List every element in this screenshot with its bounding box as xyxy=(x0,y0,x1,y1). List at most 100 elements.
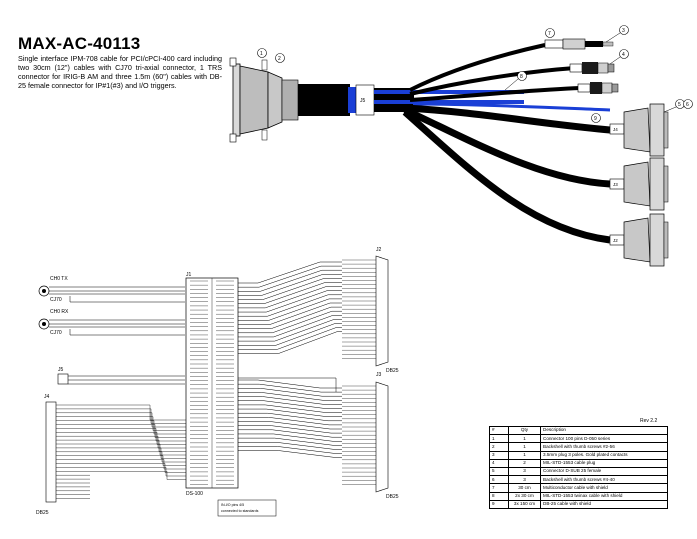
schematic: CH0 TX CJ70 CH0 RX CJ70 J5 J4 DB25 J1 xyxy=(36,247,399,517)
table-header-cell: Qty xyxy=(508,425,541,436)
note-line-2: connected to standards xyxy=(221,509,259,513)
wire xyxy=(238,383,342,393)
table-row: 6 3 Backshell with thumb screws #4-40 xyxy=(489,475,668,485)
j5-cable-tag: J5 xyxy=(360,98,366,104)
j1-connector xyxy=(229,57,299,143)
table-cell: 2 xyxy=(489,442,509,452)
wire xyxy=(90,455,186,466)
wire xyxy=(90,424,186,438)
table-header-row: # Qty Description xyxy=(489,425,668,436)
wire xyxy=(238,261,342,284)
table-cell: 1 xyxy=(508,450,541,460)
table-cell: 3 xyxy=(489,450,509,460)
wire xyxy=(238,323,342,346)
wire xyxy=(90,436,186,449)
cj70-label-b: CJ70 xyxy=(50,330,62,336)
wire xyxy=(238,433,342,442)
table-cell: 4 xyxy=(489,458,509,468)
wire xyxy=(238,319,342,342)
wire xyxy=(238,425,342,434)
table-cell: 7 xyxy=(489,483,509,493)
wire xyxy=(238,327,342,350)
j1-label: J1 xyxy=(186,272,192,278)
table-cell: 3x 150 cm xyxy=(508,499,541,509)
wire xyxy=(238,446,342,454)
wire xyxy=(238,286,342,309)
table-cell: 1 xyxy=(508,442,541,452)
wire xyxy=(238,421,342,430)
balloon-label: 5 xyxy=(678,102,681,108)
j4-label: J4 xyxy=(44,394,50,400)
cj70-plug-upper xyxy=(569,62,615,74)
wire xyxy=(238,298,342,321)
balloon-label: 3 xyxy=(622,28,625,34)
wire xyxy=(238,442,342,450)
wire xyxy=(238,278,342,300)
wire xyxy=(238,265,342,288)
wire xyxy=(238,392,342,401)
table-row: 1 1 Connector 100 pins D-050 series xyxy=(489,434,668,444)
cj70-plug-lower xyxy=(577,82,619,94)
wire xyxy=(238,437,342,446)
bill-of-materials-table: # Qty Description 1 1 Connector 100 pins… xyxy=(489,425,668,509)
wire xyxy=(238,302,342,325)
j3-bottom-label: DB25 xyxy=(386,494,399,500)
table-cell: 9 xyxy=(489,499,509,509)
wire xyxy=(238,377,337,392)
wire xyxy=(90,439,186,452)
wire xyxy=(238,282,342,304)
wire xyxy=(90,412,186,428)
wire xyxy=(90,432,186,445)
j2-cable-tag: J2 xyxy=(613,238,618,243)
table-row: 3 1 3.5mm plug 3 poles. Gold plated cont… xyxy=(489,450,668,460)
wire xyxy=(238,379,342,389)
revision-label: Rev 2.2 xyxy=(640,418,658,424)
db25-connector-j2: J2 xyxy=(609,213,669,267)
ch0-rx-label: CH0 RX xyxy=(50,309,69,315)
balloon-label: 8 xyxy=(520,74,523,80)
table-cell: 2x 30 cm xyxy=(508,491,541,501)
cj70-label-a: CJ70 xyxy=(50,297,62,303)
wire xyxy=(238,290,342,313)
wire xyxy=(90,451,186,463)
callout-balloons: 3 7 4 8 5 6 9 1 2 xyxy=(257,25,693,123)
wire xyxy=(238,274,342,296)
wire xyxy=(238,331,342,354)
wire xyxy=(238,417,342,426)
table-row: 2 1 Backshell with thumb screws #2-56 xyxy=(489,442,668,452)
j3-label: J3 xyxy=(376,372,382,378)
table-cell: Backshell with thumb screws #2-56 xyxy=(540,442,668,452)
wire xyxy=(238,306,342,329)
table-cell: Connector 100 pins D-050 series xyxy=(540,434,668,444)
table-cell: Backshell with thumb screws #4-40 xyxy=(540,475,668,485)
wire xyxy=(238,400,342,409)
db25-connector-j4: J4 xyxy=(609,103,669,157)
wire xyxy=(238,388,342,397)
table-cell: 1 xyxy=(508,434,541,444)
wire xyxy=(238,396,342,405)
j5-label: J5 xyxy=(58,367,64,373)
wire xyxy=(90,416,186,431)
j4-bottom-label: DB25 xyxy=(36,510,49,516)
j3-cable-tag: J3 xyxy=(613,182,618,187)
table-row: 8 2x 30 cm MIL-STD-1553 twinax cable wit… xyxy=(489,491,668,501)
wire xyxy=(90,463,186,473)
wire xyxy=(90,443,186,456)
trs-plug xyxy=(544,38,614,50)
wire xyxy=(90,408,186,424)
balloon-label: 9 xyxy=(594,116,597,122)
table-cell: 3 xyxy=(508,475,541,485)
wire xyxy=(238,269,342,292)
table-cell: 30 cm xyxy=(508,483,541,493)
wire xyxy=(90,471,186,480)
table-cell: Connector D-SUB 25 female xyxy=(540,466,668,477)
db25-connector-j3: J3 xyxy=(609,157,669,211)
note-line-1: IN-I/O pins 4/5 xyxy=(221,503,244,507)
table-header-cell: # xyxy=(489,425,509,436)
table-cell: 6 xyxy=(489,475,509,485)
j2-bottom-label: DB25 xyxy=(386,368,399,374)
table-row: 5 3 Connector D-SUB 25 female xyxy=(489,466,668,477)
ch0-tx-label: CH0 TX xyxy=(50,276,68,282)
balloon-label: 4 xyxy=(622,52,625,58)
